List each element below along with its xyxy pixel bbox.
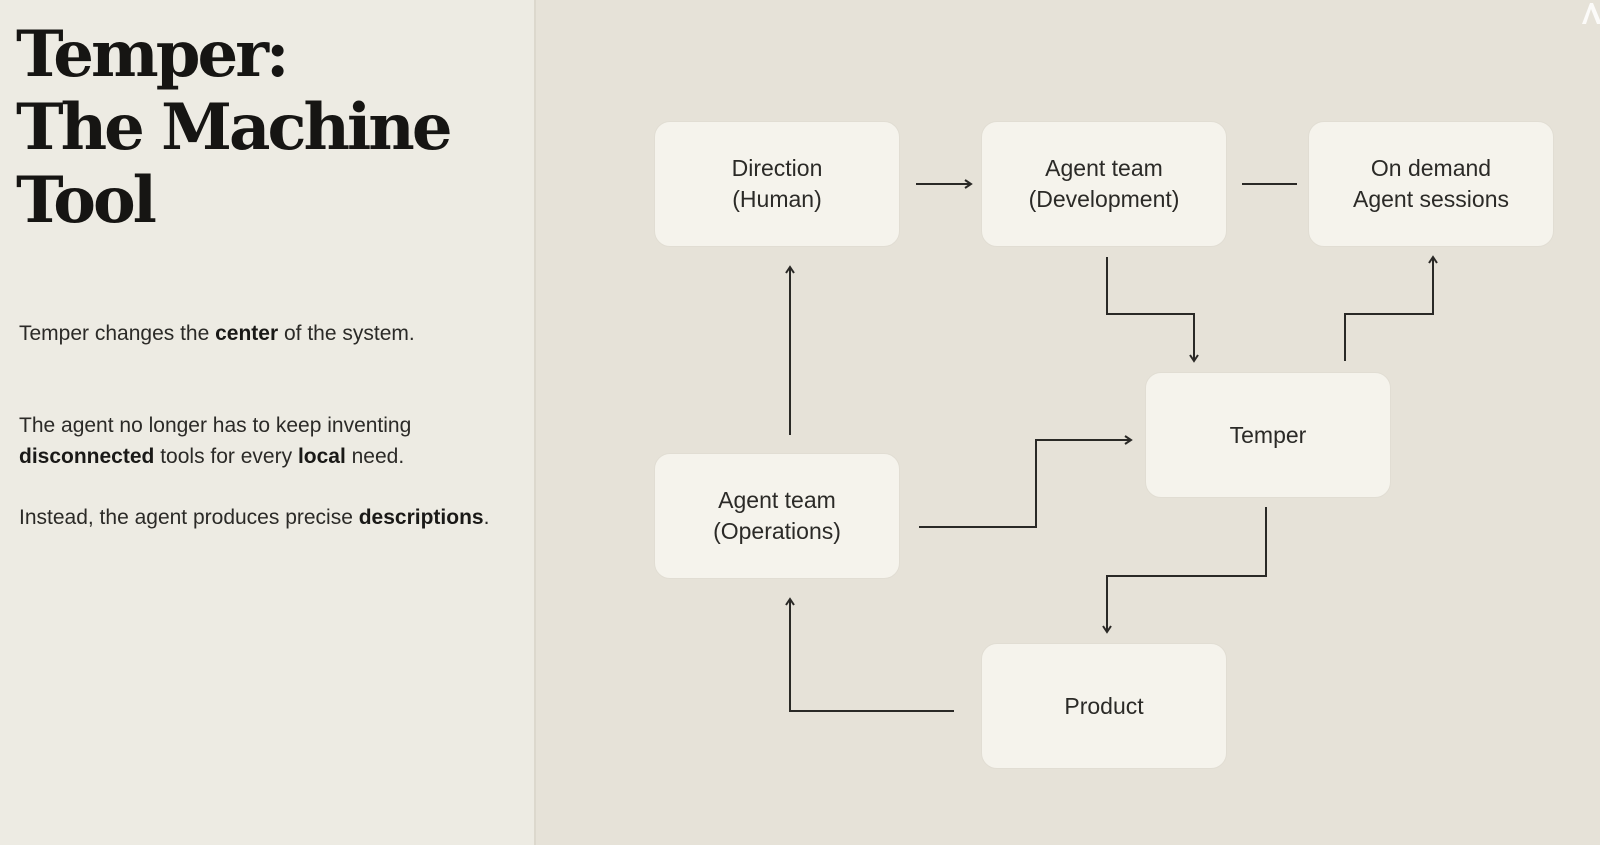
node-direction-line-1: Direction: [731, 155, 823, 181]
title-line-1: Temper:: [16, 17, 290, 92]
paragraph-1-emphasis-center: center: [215, 322, 279, 345]
paragraph-2-part-1: The agent no longer has to keep inventin…: [19, 414, 412, 437]
paragraph-1-part-1: Temper changes the: [19, 322, 216, 345]
paragraph-descriptions: Instead, the agent produces precise desc…: [19, 502, 499, 533]
paragraph-3-emphasis-descriptions: descriptions: [358, 506, 484, 529]
paragraph-disconnected-tools: The agent no longer has to keep inventin…: [19, 410, 499, 472]
slide-title: Temper: The Machine Tool: [16, 17, 453, 238]
node-product: Product: [981, 643, 1227, 769]
node-agent-ops-line-2: (Operations): [713, 518, 841, 544]
node-direction-line-2: (Human): [732, 186, 822, 212]
node-on-demand-line-1: On demand: [1370, 155, 1492, 181]
left-panel: Temper: The Machine Tool Temper changes …: [0, 0, 536, 845]
node-agent-dev-line-2: (Development): [1028, 186, 1180, 212]
paragraph-3-part-3: .: [483, 506, 490, 529]
title-line-3: Tool: [16, 163, 157, 238]
arrow-temper-to-product: [1102, 507, 1267, 634]
node-agent-team-operations: Agent team (Operations): [654, 453, 900, 579]
paragraph-2-part-3: tools for every: [154, 445, 298, 468]
paragraph-3-part-1: Instead, the agent produces precise: [19, 506, 359, 529]
paragraph-2-part-5: need.: [345, 445, 405, 468]
node-on-demand-agent-sessions: On demand Agent sessions: [1308, 121, 1554, 247]
node-agent-dev-line-1: Agent team: [1045, 155, 1163, 181]
node-product-label: Product: [1064, 692, 1144, 719]
paragraph-center: Temper changes the center of the system.: [19, 318, 499, 349]
arrow-agent-dev-to-temper: [1106, 257, 1199, 363]
node-temper: Temper: [1145, 372, 1391, 498]
paragraph-1-part-3: of the system.: [278, 322, 415, 345]
paragraph-2-emphasis-disconnected: disconnected: [19, 445, 155, 468]
corner-logo-icon: [1582, 3, 1600, 24]
arrow-temper-to-on-demand: [1344, 255, 1438, 361]
node-temper-label: Temper: [1229, 421, 1307, 448]
title-line-2: The Machine: [16, 90, 453, 165]
node-agent-ops-line-1: Agent team: [718, 487, 836, 513]
arrow-agent-ops-to-temper: [919, 435, 1133, 528]
paragraph-2-emphasis-local: local: [297, 445, 346, 468]
arrow-product-to-agent-ops: [785, 597, 954, 712]
node-direction-human: Direction (Human): [654, 121, 900, 247]
node-on-demand-line-2: Agent sessions: [1353, 186, 1509, 212]
node-agent-team-development: Agent team (Development): [981, 121, 1227, 247]
